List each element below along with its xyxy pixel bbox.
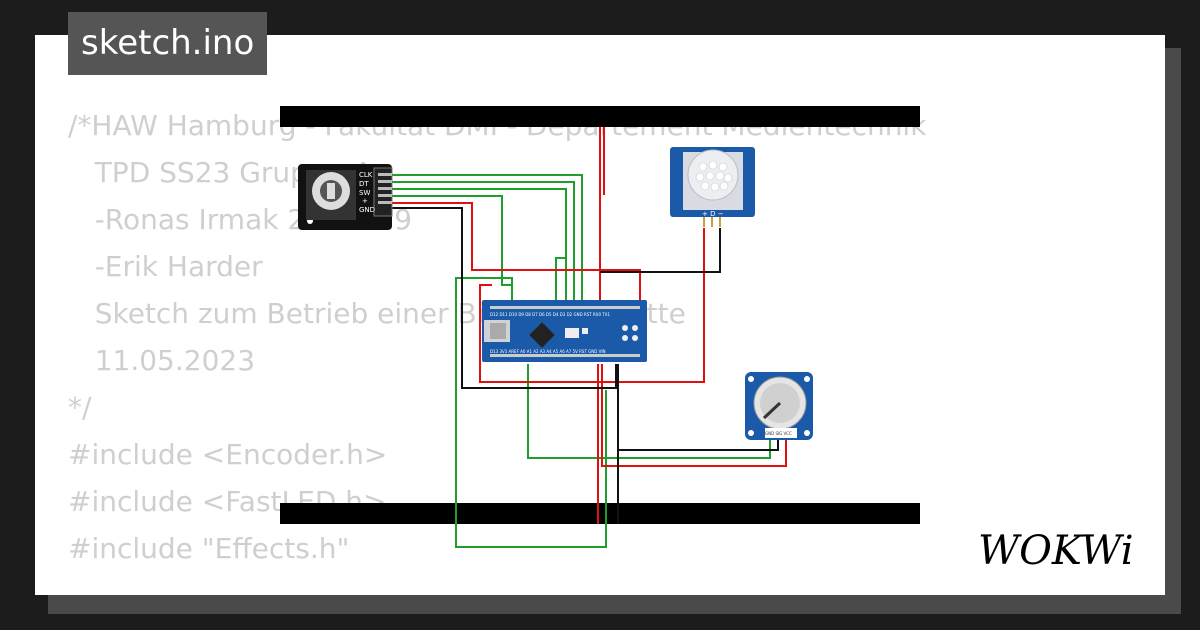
svg-text:D12 D11 D10 D9 D8 D7 D6 D5 D4: D12 D11 D10 D9 D8 D7 D6 D5 D4 D3 D2 GND … (490, 312, 610, 317)
svg-text:WOKWi: WOKWi (978, 528, 1134, 574)
svg-text:SW: SW (359, 189, 370, 197)
svg-text:D13 3V3 AREF A0 A1 A2 A3 A4 A5: D13 3V3 AREF A0 A1 A2 A3 A4 A5 A6 A7 5V … (490, 349, 606, 354)
rotary-encoder: CLK DT SW + GND (298, 164, 393, 230)
svg-text:+: + (362, 197, 368, 205)
svg-text:GND: GND (359, 206, 375, 214)
sketch-title: sketch.ino (68, 12, 268, 75)
svg-text:GND SIG VCC: GND SIG VCC (765, 431, 792, 436)
arduino-nano: D12 D11 D10 D9 D8 D7 D6 D5 D4 D3 D2 GND … (482, 300, 647, 362)
code-line: */ (68, 391, 92, 424)
wokwi-logo: WOKWi (978, 528, 1134, 574)
code-line: -Erik Harder (68, 250, 263, 283)
code-line: #include <Encoder.h> (68, 438, 388, 471)
led-strip-top (280, 106, 920, 127)
led-strip-bottom (280, 503, 920, 524)
svg-text:CLK: CLK (359, 171, 373, 179)
code-line: 11.05.2023 (68, 344, 256, 377)
svg-text:+ D −: + D − (702, 210, 724, 218)
code-line: #include "Effects.h" (68, 532, 350, 565)
potentiometer: GND SIG VCC (745, 372, 813, 440)
svg-text:DT: DT (359, 180, 369, 188)
pir-sensor: + D − (670, 147, 755, 227)
card-bottom-shadow (48, 595, 1181, 614)
